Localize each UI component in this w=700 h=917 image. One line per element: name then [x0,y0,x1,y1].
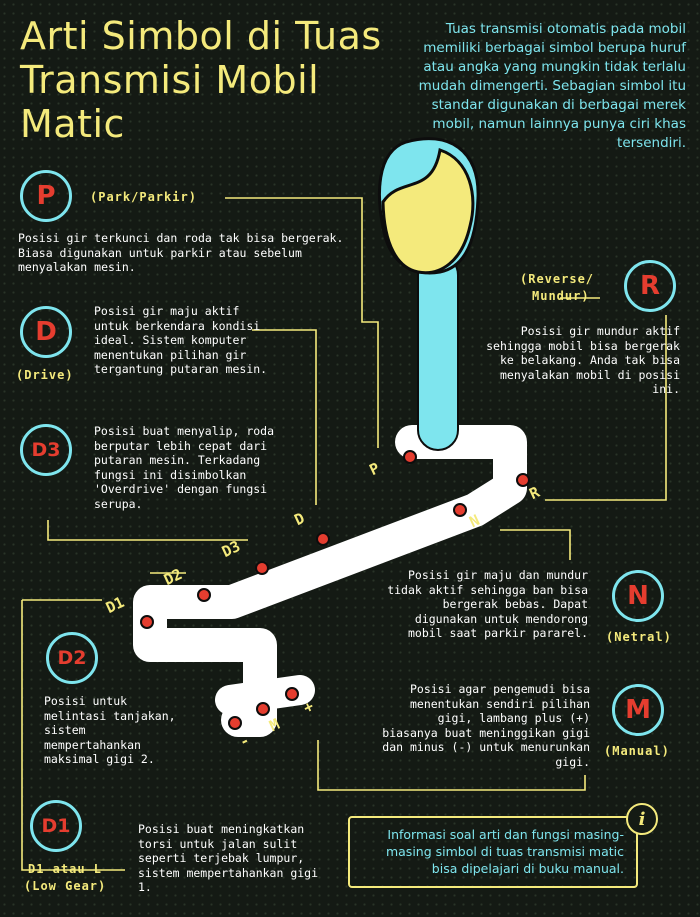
dot-n [453,503,467,517]
dot-d1 [140,615,154,629]
symbol-d-circle: D [20,306,72,358]
dot-d3 [255,561,269,575]
symbol-r-desc: Posisi gir mundur aktif sehingga mobil b… [486,324,680,396]
dot-d [316,532,330,546]
dot-p [403,450,417,464]
dot-plus [285,687,299,701]
connector-p [225,197,379,448]
connector-d [252,329,317,505]
symbol-d-letter: D [35,317,57,347]
dot-m [256,702,270,716]
symbol-r-label-1: (Reverse/ [520,272,595,286]
symbol-p-letter: P [36,181,56,211]
dot-r [516,473,530,487]
symbol-m-letter: M [625,695,651,725]
symbol-d3-circle: D3 [20,424,72,476]
dot-minus [228,716,242,730]
connector-d1 [21,600,125,871]
info-box: Informasi soal arti dan fungsi masing-ma… [348,816,638,888]
symbol-p-desc: Posisi gir terkunci dan roda tak bisa be… [18,231,344,274]
info-icon: i [626,803,658,835]
symbol-d2-circle: D2 [46,632,98,684]
symbol-d1-label-2: (Low Gear) [24,879,107,893]
connector-r [545,315,667,501]
symbol-m-label: (Manual) [604,744,670,758]
symbol-d2-letter: D2 [57,647,87,669]
symbol-p-circle: P [20,170,72,222]
symbol-d3-desc: Posisi buat menyalip, roda berputar lebi… [94,424,275,511]
connector-m [317,740,586,791]
symbol-n-circle: N [612,570,664,622]
lever-shaft [417,254,459,451]
symbol-n-letter: N [627,581,649,611]
symbol-p-label: (Park/Parkir) [90,190,197,204]
connector-d3 [47,520,248,541]
symbol-n-label: (Netral) [606,630,672,644]
symbol-r-letter: R [639,271,661,301]
symbol-d1-letter: D1 [41,815,71,837]
gear-dots [140,450,530,730]
intro-text: Tuas transmisi otomatis pada mobil memil… [418,21,686,151]
symbol-d2-desc: Posisi untuk melintasi tanjakan, sistem … [44,694,176,766]
symbol-d1-circle: D1 [30,800,82,852]
symbol-d-desc: Posisi gir maju aktif untuk berkendara k… [94,304,268,376]
symbol-d1-label-1: D1 atau L [28,862,103,876]
symbol-d-label: (Drive) [16,368,74,382]
connector-n [500,529,571,560]
dot-d2 [197,588,211,602]
page-title: Arti Simbol di Tuas Transmisi Mobil Mati… [20,14,382,146]
symbol-d1-desc: Posisi buat meningkatkan torsi untuk jal… [138,822,319,894]
symbol-m-desc: Posisi agar pengemudi bisa menentukan se… [382,682,590,769]
connector-lines [21,197,667,871]
symbol-m-circle: M [612,684,664,736]
symbol-r-label-2: Mundur) [532,289,590,303]
symbol-d3-letter: D3 [31,439,61,461]
symbol-n-desc: Posisi gir maju dan mundur tidak aktif s… [387,568,588,640]
lever-knob-highlight [381,148,475,275]
symbol-r-circle: R [624,260,676,312]
